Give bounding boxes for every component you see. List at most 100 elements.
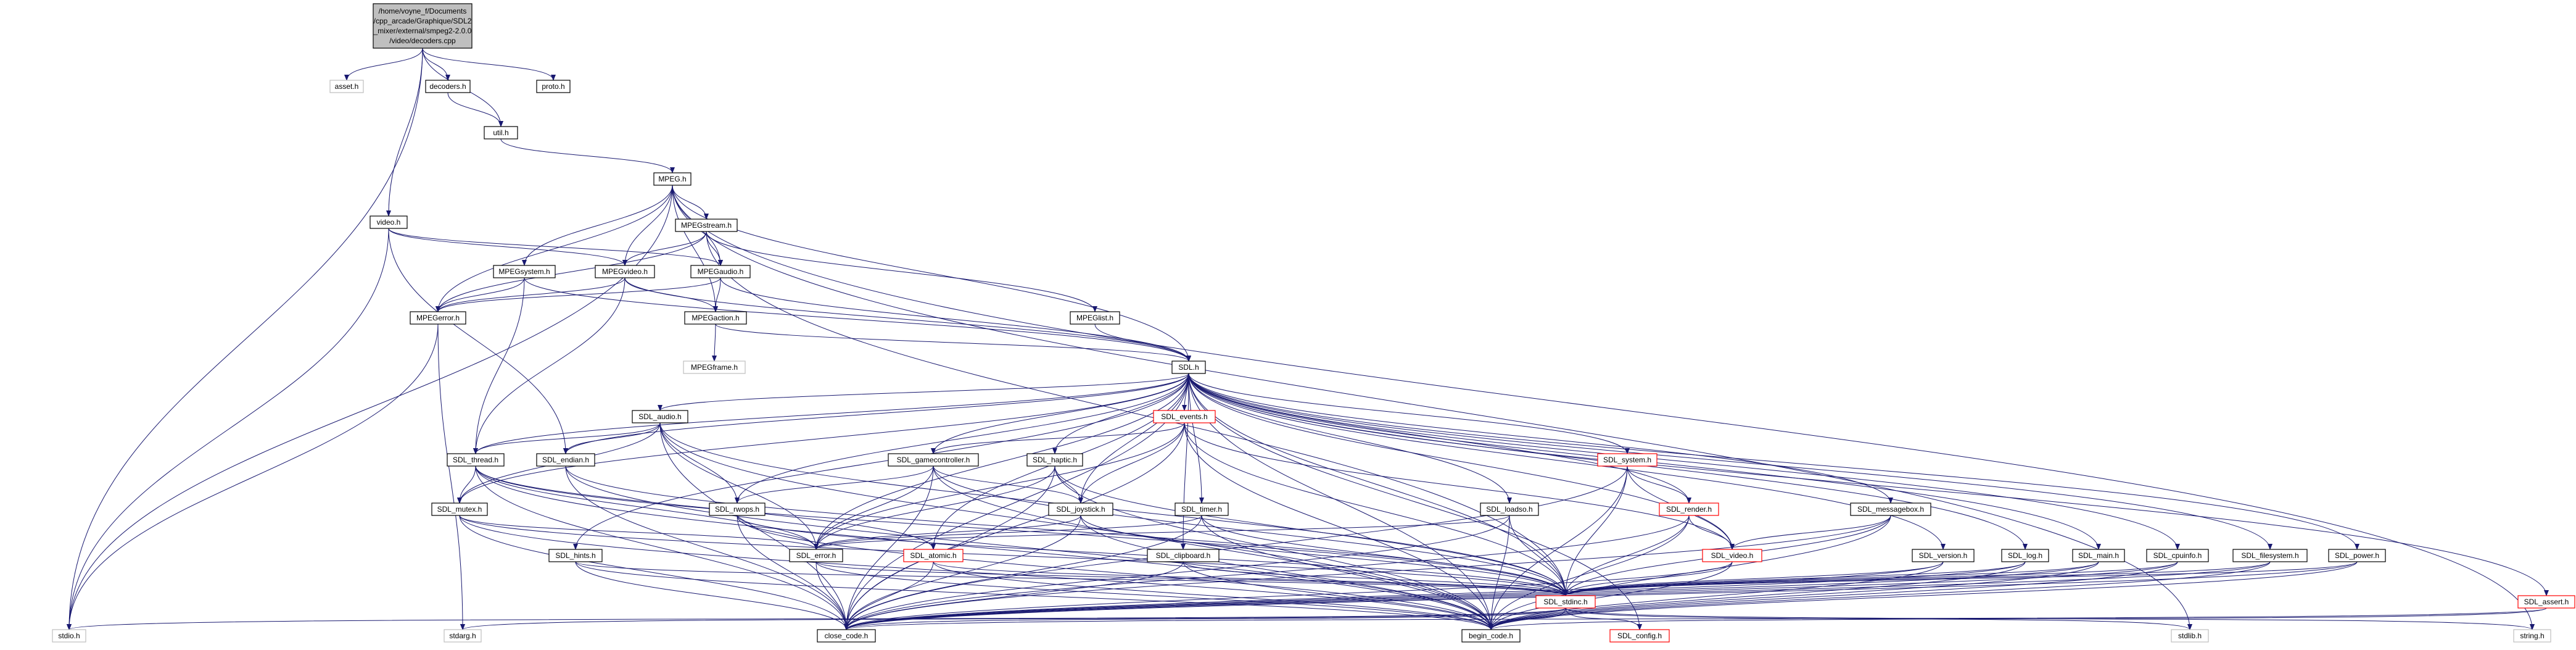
edge-SDL_gamecontroller_h-to-SDL_stdinc_h xyxy=(933,465,1568,596)
node-SDL-events-h[interactable]: SDL_events.h xyxy=(1153,410,1216,423)
node-SDL-version-h[interactable]: SDL_version.h xyxy=(1912,549,1975,562)
node-SDL-audio-h[interactable]: SDL_audio.h xyxy=(632,410,688,423)
edge-SDL_loadso_h-to-SDL_error_h xyxy=(814,515,1510,550)
edge-SDL_hints_h-to-SDL_stdinc_h xyxy=(575,561,1568,596)
node-label: SDL_config.h xyxy=(1617,631,1662,640)
node-SDL-config-h[interactable]: SDL_config.h xyxy=(1609,629,1670,643)
node-SDL-h[interactable]: SDL.h xyxy=(1171,360,1206,374)
node-label: MPEGvideo.h xyxy=(602,267,648,276)
node-SDL-cpuinfo-h[interactable]: SDL_cpuinfo.h xyxy=(2146,549,2209,562)
node-label: MPEG.h xyxy=(658,175,686,183)
node-label: stdarg.h xyxy=(449,631,476,640)
edge-MPEGstream_h-to-MPEGerror_h xyxy=(436,231,707,312)
node-box xyxy=(536,453,595,467)
edge-SDL_assert_h-to-close_code_h xyxy=(844,607,2547,630)
node-decoders-h[interactable]: decoders.h xyxy=(425,80,471,93)
node-label: SDL_messagebox.h xyxy=(1857,505,1924,514)
edge-SDL_atomic_h-to-SDL_stdinc_h xyxy=(933,561,1568,596)
node-proto-h[interactable]: proto.h xyxy=(536,80,571,93)
edge-SDL_stdinc_h-to-SDL_config_h xyxy=(1565,607,1642,630)
node-label: close_code.h xyxy=(825,631,869,640)
edge-root-to-stdio_h xyxy=(67,48,423,630)
node-box xyxy=(1702,549,1762,562)
node-MPEGaudio-h[interactable]: MPEGaudio.h xyxy=(690,265,751,278)
edge-SDL_mutex_h-to-SDL_stdinc_h xyxy=(459,515,1568,596)
edge-SDL_audio_h-to-begin_code_h xyxy=(659,422,1493,630)
edge-MPEG_h-to-MPEGstream_h xyxy=(672,185,709,220)
node-MPEGlist-h[interactable]: MPEGlist.h xyxy=(1070,311,1120,325)
node-box xyxy=(2517,595,2575,609)
node-label: SDL_audio.h xyxy=(638,412,681,421)
node-SDL-assert-h[interactable]: SDL_assert.h xyxy=(2517,595,2575,609)
edge-SDL_thread_h-to-SDL_stdinc_h xyxy=(475,465,1568,596)
root-label-line: /home/voyne_f/Documents xyxy=(379,7,467,15)
node-SDL-timer-h[interactable]: SDL_timer.h xyxy=(1174,502,1229,516)
edge-SDL_stdinc_h-to-stdlib_h xyxy=(1565,607,2192,630)
root-label-line: /video/decoders.cpp xyxy=(389,36,456,45)
node-util-h[interactable]: util.h xyxy=(484,126,518,140)
node-SDL-system-h[interactable]: SDL_system.h xyxy=(1597,453,1657,467)
node-label: SDL_stdinc.h xyxy=(1543,598,1587,606)
node-box xyxy=(789,549,843,562)
edge-SDL_timer_h-to-begin_code_h xyxy=(1201,515,1493,630)
edge-SDL_stdinc_h-to-begin_code_h xyxy=(1488,607,1566,630)
edge-video_h-to-SDL_endian_h xyxy=(388,228,568,454)
node-SDL-error-h[interactable]: SDL_error.h xyxy=(789,549,843,562)
node-SDL-haptic-h[interactable]: SDL_haptic.h xyxy=(1026,453,1083,467)
edge-SDL_render_h-to-close_code_h xyxy=(844,515,1690,630)
edge-SDL_clipboard_h-to-SDL_stdinc_h xyxy=(1183,561,1568,596)
edge-MPEG_h-to-MPEGaction_h xyxy=(672,185,718,312)
node-SDL-atomic-h[interactable]: SDL_atomic.h xyxy=(903,549,964,562)
edge-root-to-video_h xyxy=(386,48,423,217)
node-MPEG-h[interactable]: MPEG.h xyxy=(653,172,691,186)
node-SDL-gamecontroller-h[interactable]: SDL_gamecontroller.h xyxy=(888,453,979,467)
node-MPEGsystem-h[interactable]: MPEGsystem.h xyxy=(493,265,556,278)
node-label: decoders.h xyxy=(429,82,466,91)
node-SDL-joystick-h[interactable]: SDL_joystick.h xyxy=(1048,502,1113,516)
node-begin-code-h[interactable]: begin_code.h xyxy=(1461,629,1521,643)
edge-SDL_system_h-to-SDL_stdinc_h xyxy=(1563,465,1628,596)
node-SDL-video-h[interactable]: SDL_video.h xyxy=(1702,549,1762,562)
node-SDL-log-h[interactable]: SDL_log.h xyxy=(2001,549,2049,562)
node-SDL-loadso-h[interactable]: SDL_loadso.h xyxy=(1480,502,1539,516)
node-box xyxy=(447,453,505,467)
node-box xyxy=(653,172,691,186)
node-label: MPEGstream.h xyxy=(681,221,732,230)
node-SDL-thread-h[interactable]: SDL_thread.h xyxy=(447,453,505,467)
node-SDL-endian-h[interactable]: SDL_endian.h xyxy=(536,453,595,467)
node-SDL-rwops-h[interactable]: SDL_rwops.h xyxy=(709,502,766,516)
node-SDL-filesystem-h[interactable]: SDL_filesystem.h xyxy=(2232,549,2308,562)
edge-MPEGvideo_h-to-SDL_thread_h xyxy=(473,277,625,454)
node-MPEGaction-h[interactable]: MPEGaction.h xyxy=(684,311,747,325)
node-SDL-hints-h[interactable]: SDL_hints.h xyxy=(548,549,603,562)
node-SDL-power-h[interactable]: SDL_power.h xyxy=(2328,549,2386,562)
node-box xyxy=(493,265,556,278)
edge-SDL_h-to-SDL_cpuinfo_h xyxy=(1188,373,2180,550)
edge-MPEGaudio_h-to-MPEGerror_h xyxy=(436,277,721,312)
node-MPEGstream-h[interactable]: MPEGstream.h xyxy=(675,219,738,232)
node-SDL-mutex-h[interactable]: SDL_mutex.h xyxy=(431,502,488,516)
node-video-h[interactable]: video.h xyxy=(369,215,408,229)
node-box xyxy=(2001,549,2049,562)
node-box xyxy=(817,629,876,643)
edge-SDL_events_h-to-begin_code_h xyxy=(1184,422,1493,630)
node-SDL-messagebox-h[interactable]: SDL_messagebox.h xyxy=(1850,502,1931,516)
node-box xyxy=(595,265,655,278)
edge-SDL_h-to-SDL_loadso_h xyxy=(1188,373,1512,504)
edge-SDL_events_h-to-SDL_error_h xyxy=(814,422,1185,550)
edges-layer xyxy=(67,48,2549,630)
edge-SDL_h-to-SDL_hints_h xyxy=(573,373,1189,550)
node-SDL-render-h[interactable]: SDL_render.h xyxy=(1659,502,1719,516)
edge-SDL_rwops_h-to-close_code_h xyxy=(737,515,849,630)
node-label: SDL_power.h xyxy=(2335,551,2379,560)
node-MPEGerror-h[interactable]: MPEGerror.h xyxy=(410,311,466,325)
edge-MPEGerror_h-to-stdio_h xyxy=(67,323,439,630)
node-MPEGvideo-h[interactable]: MPEGvideo.h xyxy=(595,265,655,278)
node-close-code-h[interactable]: close_code.h xyxy=(817,629,876,643)
node-box xyxy=(52,629,86,643)
node-SDL-stdinc-h[interactable]: SDL_stdinc.h xyxy=(1535,595,1596,609)
edge-SDL_h-to-SDL_rwops_h xyxy=(735,373,1189,504)
node-SDL-clipboard-h[interactable]: SDL_clipboard.h xyxy=(1147,549,1220,562)
edge-SDL_audio_h-to-SDL_error_h xyxy=(659,422,819,550)
node-SDL-main-h[interactable]: SDL_main.h xyxy=(2072,549,2125,562)
